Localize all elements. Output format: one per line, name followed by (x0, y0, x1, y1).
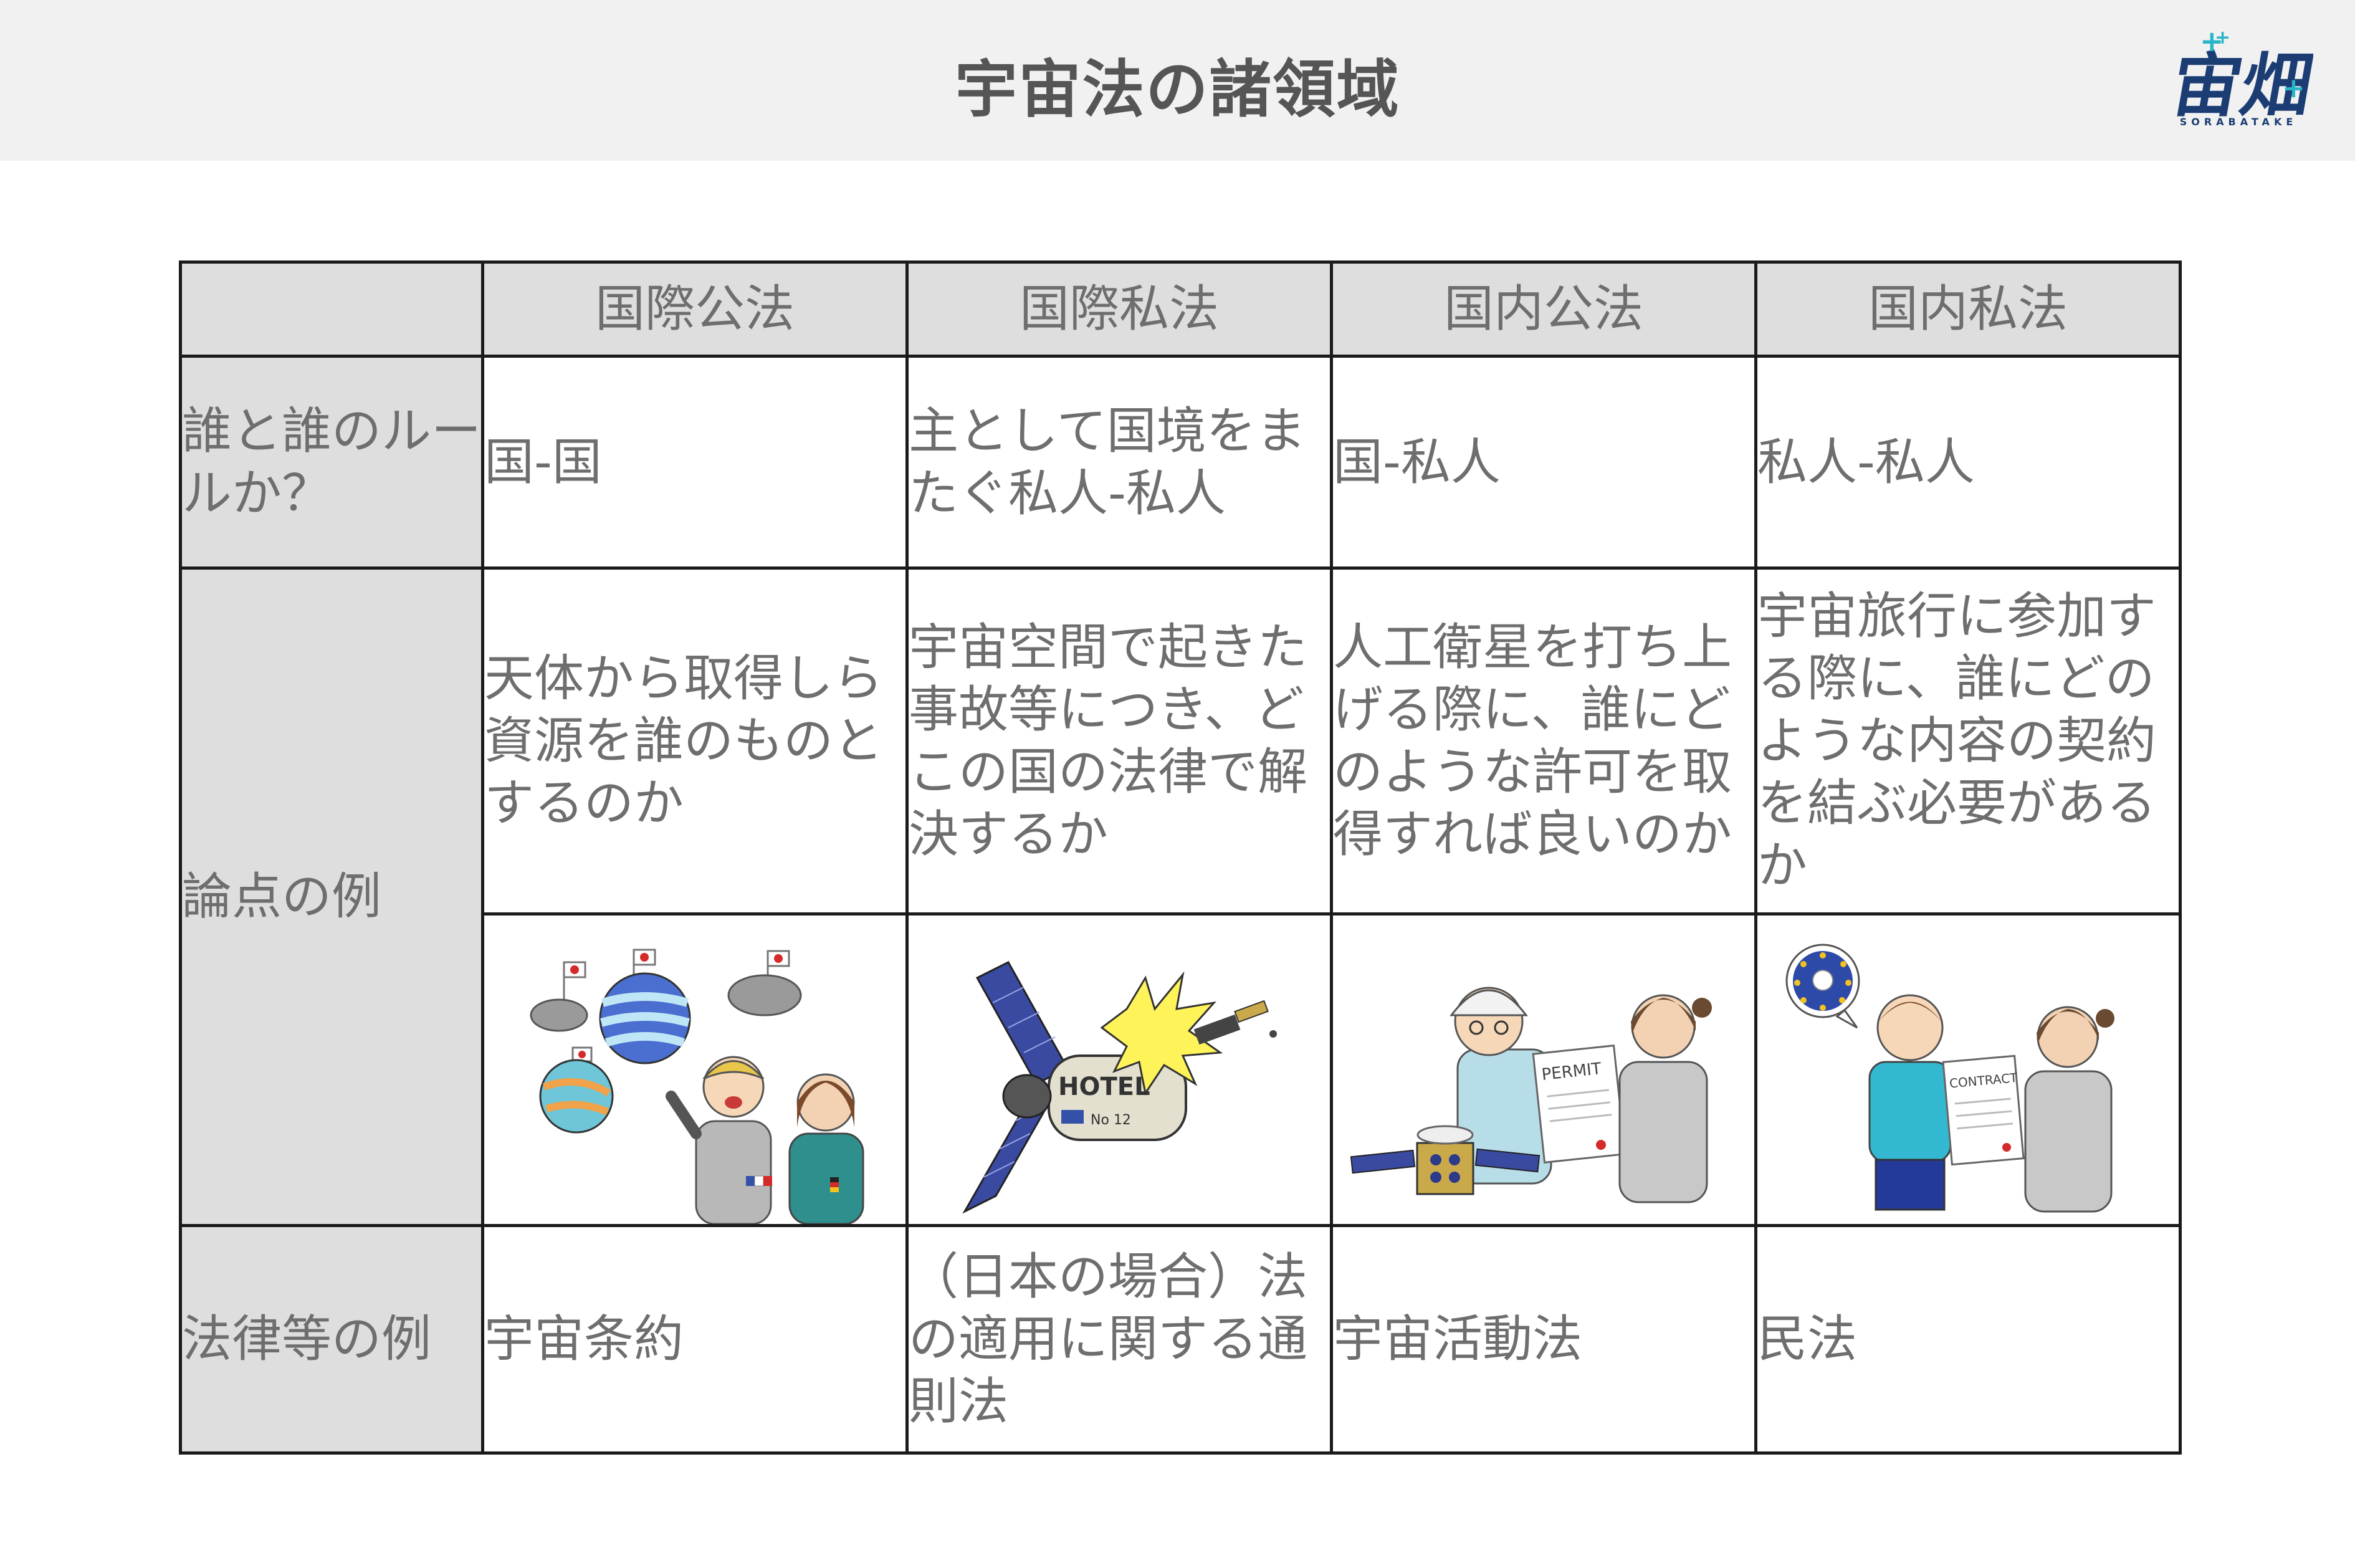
title-bar: 宇宙法の諸領域 宙畑 + + + SORABATAKE (0, 0, 2355, 161)
table-row: 誰と誰のルールか？ 国-国 主として国境をまたぐ私人-私人 国-私人 私人-私人 (179, 355, 2182, 570)
table-cell: 宇宙条約 (481, 1224, 909, 1455)
table-row: 論点の例 天体から取得しら資源を誰のものとするのか 宇宙空間で起きた事故等につき… (179, 566, 2182, 1227)
sorabatake-logo: 宙畑 + + + (2165, 27, 2313, 127)
illustration-cell: CONTRACT (1754, 912, 2182, 1227)
table-cell: 国-国 (481, 355, 909, 570)
logo-wordmark: SORABATAKE (2179, 116, 2298, 128)
table-header-row: 国際公法 国際私法 国内公法 国内私法 (179, 261, 2182, 358)
svg-text:+: + (2282, 72, 2305, 104)
table-cell: 民法 (1754, 1224, 2182, 1455)
table-cell: 宇宙空間で起きた事故等につき、どこの国の法律で解決するか (905, 566, 1333, 915)
row-header-issues: 論点の例 (179, 566, 484, 1227)
table-row: 法律等の例 宇宙条約 （日本の場合）法の適用に関する通則法 宇宙活動法 民法 (179, 1224, 2182, 1455)
hotel-room-number: No 12 (1091, 1112, 1131, 1128)
illustration-cell: HOTEL No 12 (905, 912, 1333, 1227)
space-travel-contract-illustration: CONTRACT (1785, 944, 2114, 1213)
table-cell: 宇宙旅行に参加する際に、誰にどのような内容の契約を結ぶ必要があるか (1754, 566, 2182, 915)
row-header-law-examples: 法律等の例 (179, 1224, 484, 1455)
illustration-row: HOTEL No 12 PERMIT (181, 912, 2182, 1227)
corner-cell (179, 261, 484, 358)
satellite-hotel-collision-illustration: HOTEL No 12 (962, 961, 1277, 1214)
space-law-table: 国際公法 国際私法 国内公法 国内私法 誰と誰のルールか？ 国-国 主として国境… (179, 261, 2182, 1455)
hotel-sign: HOTEL (1058, 1073, 1150, 1101)
table-cell: （日本の場合）法の適用に関する通則法 (905, 1224, 1333, 1455)
planets-and-diplomats-illustration (530, 949, 864, 1224)
illustration-cell: PERMIT (1330, 912, 1757, 1227)
illustration-cell (481, 912, 909, 1227)
col-header-international-public-law: 国際公法 (481, 261, 909, 358)
col-header-domestic-public-law: 国内公法 (1330, 261, 1757, 358)
table-cell: 主として国境をまたぐ私人-私人 (905, 355, 1333, 570)
table-cell: 私人-私人 (1754, 355, 2182, 570)
svg-text:+: + (2200, 27, 2224, 58)
satellite-permit-illustration: PERMIT (1350, 987, 1712, 1203)
table-cell: 天体から取得しら資源を誰のものとするのか (481, 566, 909, 915)
col-header-domestic-private-law: 国内私法 (1754, 261, 2182, 358)
col-header-international-private-law: 国際私法 (905, 261, 1333, 358)
table-cell: 国-私人 (1330, 355, 1757, 570)
svg-text:+: + (2215, 27, 2230, 49)
table-cell: 宇宙活動法 (1330, 1224, 1757, 1455)
table-cell: 人工衛星を打ち上げる際に、誰にどのような許可を取得すれば良いのか (1330, 566, 1757, 915)
logo-mark: 宙畑 (2165, 45, 2313, 127)
page-title: 宇宙法の諸領域 (955, 53, 1400, 126)
row-header-parties: 誰と誰のルールか？ (179, 355, 484, 570)
